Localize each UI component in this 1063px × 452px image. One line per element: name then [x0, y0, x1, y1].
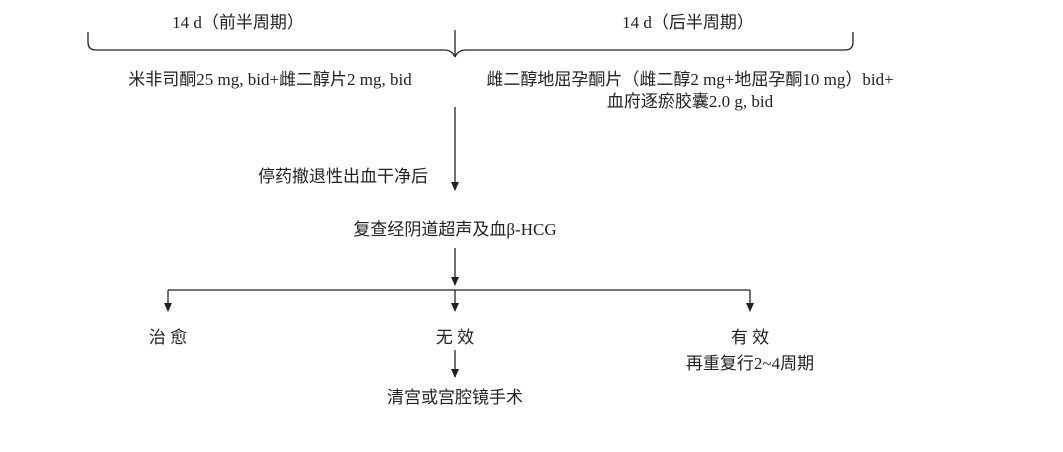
step-stop-medication: 停药撤退性出血干净后: [258, 167, 428, 186]
outcome-ineffective-action: 清宫或宫腔镜手术: [387, 388, 523, 407]
outcome-effective: 有 效: [730, 328, 770, 347]
phase-second-regimen-line2: 血府逐瘀胶囊2.0 g, bid: [606, 92, 774, 111]
brace-second-half: [454, 32, 854, 58]
outcome-cured: 治 愈: [148, 328, 188, 347]
phase-first-label: 14 d（前半周期）: [172, 13, 304, 32]
phase-second-label: 14 d（后半周期）: [622, 13, 754, 32]
outcome-ineffective: 无 效: [435, 328, 475, 347]
outcome-effective-action: 再重复行2~4周期: [685, 354, 815, 373]
step-recheck: 复查经阴道超声及血β-HCG: [353, 220, 557, 239]
phase-second-regimen-line1: 雌二醇地屈孕酮片（雌二醇2 mg+地屈孕酮10 mg）bid+: [486, 70, 894, 89]
phase-first-regimen: 米非司酮25 mg, bid+雌二醇片2 mg, bid: [128, 70, 412, 89]
brace-first-half: [87, 32, 456, 58]
